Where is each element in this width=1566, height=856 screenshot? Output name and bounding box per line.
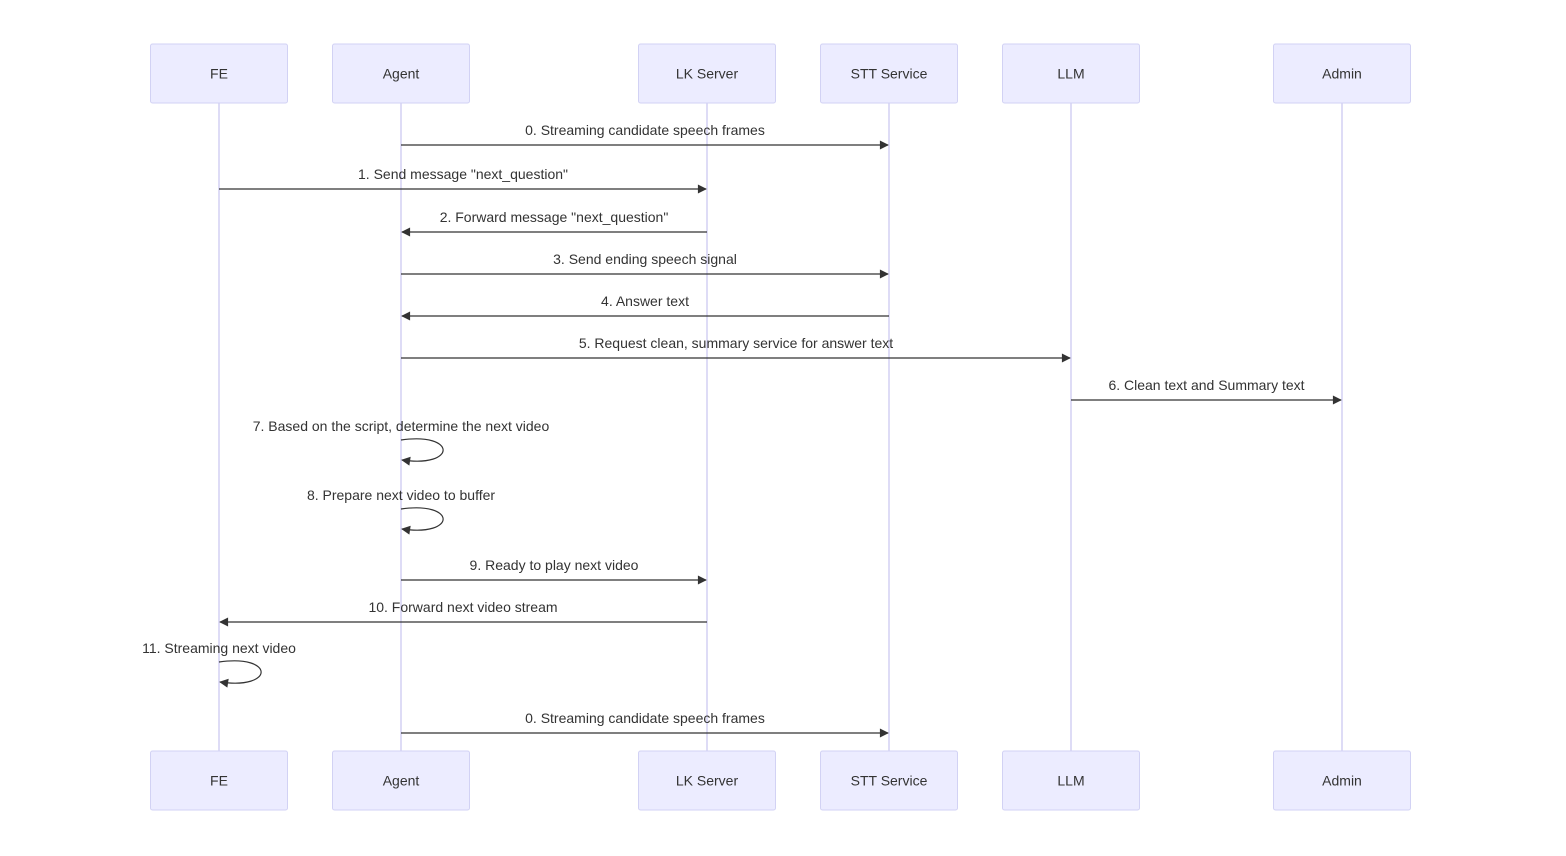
participant-llm-bottom: LLM	[1002, 750, 1140, 811]
participant-admin-top: Admin	[1273, 43, 1411, 104]
participant-box	[820, 750, 958, 811]
participant-label: FE	[210, 66, 228, 82]
message-label: 5. Request clean, summary service for an…	[579, 335, 893, 351]
self-message-arrow	[218, 660, 262, 688]
message-label: 8. Prepare next video to buffer	[307, 487, 495, 503]
message-8: 8. Prepare next video to buffer	[307, 487, 495, 535]
self-message-arrow	[400, 438, 444, 466]
message-6: 6. Clean text and Summary text	[1071, 377, 1342, 405]
participant-box	[150, 43, 288, 104]
participant-box	[1002, 43, 1140, 104]
participant-lk-bottom: LK Server	[638, 750, 776, 811]
participant-box	[332, 43, 470, 104]
message-0: 0. Streaming candidate speech frames	[401, 122, 889, 150]
lifelines	[218, 103, 1343, 751]
message-4: 4. Answer text	[401, 293, 889, 321]
message-label: 3. Send ending speech signal	[553, 251, 737, 267]
participant-agent-bottom: Agent	[332, 750, 470, 811]
message-label: 10. Forward next video stream	[368, 599, 557, 615]
participant-label: Agent	[383, 66, 420, 82]
message-label: 0. Streaming candidate speech frames	[525, 122, 765, 138]
participant-fe-top: FE	[150, 43, 288, 104]
participant-label: LLM	[1057, 66, 1084, 82]
message-label: 9. Ready to play next video	[470, 557, 639, 573]
participant-label: LK Server	[676, 66, 739, 82]
self-message-arrow	[400, 507, 444, 535]
participant-box	[1273, 43, 1411, 104]
participant-box	[820, 43, 958, 104]
message-label: 11. Streaming next video	[142, 640, 296, 656]
participant-box	[332, 750, 470, 811]
participant-stt-bottom: STT Service	[820, 750, 958, 811]
participant-label: FE	[210, 773, 228, 789]
message-3: 3. Send ending speech signal	[401, 251, 889, 279]
participant-box	[1002, 750, 1140, 811]
message-label: 7. Based on the script, determine the ne…	[253, 418, 550, 434]
message-label: 4. Answer text	[601, 293, 689, 309]
participant-lk-top: LK Server	[638, 43, 776, 104]
message-5: 5. Request clean, summary service for an…	[401, 335, 1071, 363]
message-label: 0. Streaming candidate speech frames	[525, 710, 765, 726]
participant-stt-top: STT Service	[820, 43, 958, 104]
message-7: 7. Based on the script, determine the ne…	[253, 418, 550, 466]
message-1: 1. Send message "next_question"	[219, 166, 707, 194]
message-2: 2. Forward message "next_question"	[401, 209, 707, 237]
message-label: 2. Forward message "next_question"	[440, 209, 669, 225]
message-11: 11. Streaming next video	[142, 640, 296, 688]
participant-box	[638, 750, 776, 811]
participant-box	[638, 43, 776, 104]
participant-label: Admin	[1322, 66, 1362, 82]
participant-llm-top: LLM	[1002, 43, 1140, 104]
participant-label: Agent	[383, 773, 420, 789]
message-label: 1. Send message "next_question"	[358, 166, 568, 182]
participant-label: Admin	[1322, 773, 1362, 789]
message-label: 6. Clean text and Summary text	[1108, 377, 1304, 393]
participant-admin-bottom: Admin	[1273, 750, 1411, 811]
participant-label: STT Service	[851, 773, 928, 789]
message-10: 10. Forward next video stream	[219, 599, 707, 627]
message-12: 0. Streaming candidate speech frames	[401, 710, 889, 738]
participant-box	[150, 750, 288, 811]
participant-label: LK Server	[676, 773, 739, 789]
participant-label: LLM	[1057, 773, 1084, 789]
message-9: 9. Ready to play next video	[401, 557, 707, 585]
participant-fe-bottom: FE	[150, 750, 288, 811]
participant-agent-top: Agent	[332, 43, 470, 104]
messages: 0. Streaming candidate speech frames 1. S…	[142, 122, 1342, 738]
participant-label: STT Service	[851, 66, 928, 82]
participant-box	[1273, 750, 1411, 811]
